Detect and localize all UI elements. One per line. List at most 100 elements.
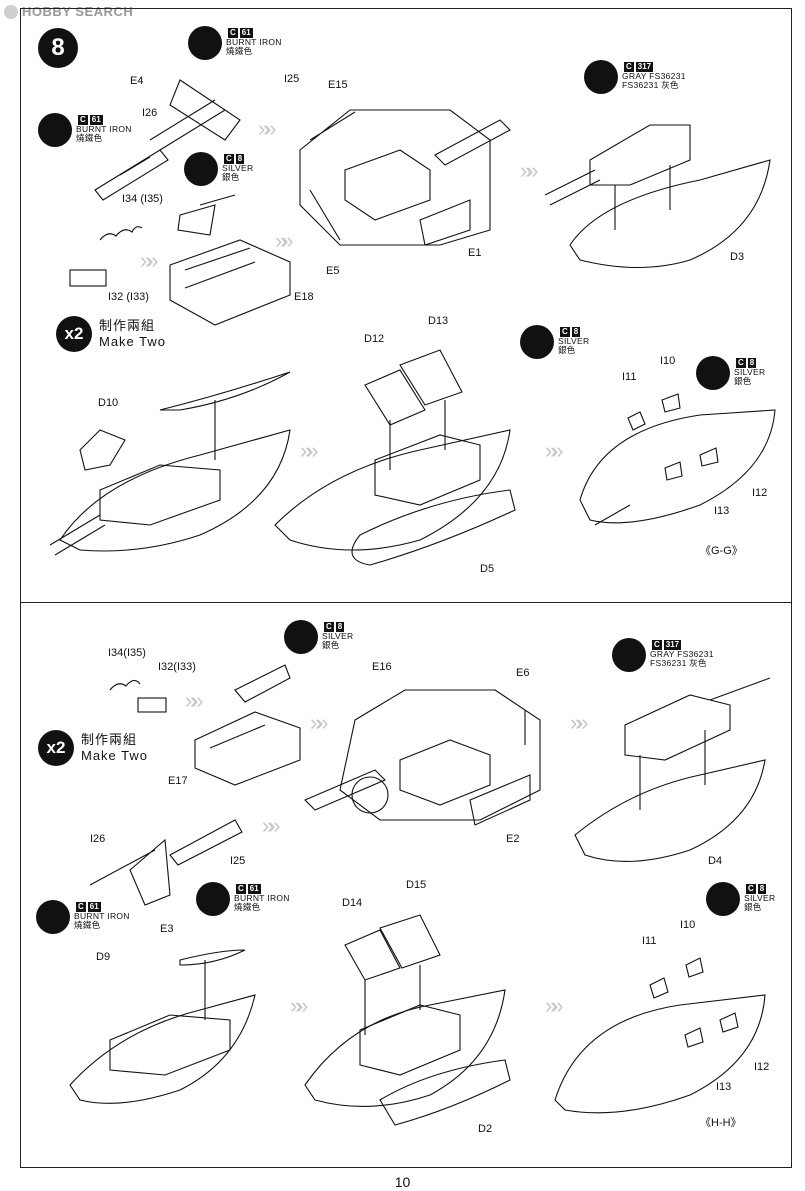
part-label: E4 (130, 75, 144, 87)
hull-d9-drawing (69, 994, 256, 1104)
canopy-d13-drawing (399, 349, 463, 406)
hull-d4-gun-drawing (709, 677, 771, 701)
part-i11-bottom-drawing (649, 977, 669, 999)
flow-arrow-icon: »» (545, 993, 564, 1018)
spring-i34-drawing (99, 226, 143, 241)
part-label: I25 (230, 855, 246, 867)
hull-d3-cabin-drawing (589, 124, 691, 186)
hull-d5-drawing (274, 429, 511, 551)
hull-d10-tail-drawing (79, 429, 126, 471)
part-label: I13 (716, 1081, 732, 1093)
page-number: 10 (394, 1174, 411, 1190)
part-label: E16 (372, 661, 392, 673)
hull-d10-drawing (59, 429, 291, 552)
part-label: E17 (168, 775, 188, 787)
cradle-e17-part-drawing (234, 664, 291, 703)
gun-barrel-i26-drawing (94, 149, 169, 201)
part-i13-bottom-drawing (684, 1027, 704, 1048)
hull-d5-pontoon-drawing (351, 489, 516, 566)
part-label: I34(I35) (108, 647, 146, 659)
part-label: I26 (142, 107, 158, 119)
flow-arrow-icon: »» (310, 710, 329, 735)
hull-gg-gun-drawing (594, 504, 631, 526)
hull-d3-drawing (569, 159, 771, 268)
part-label: E3 (160, 923, 174, 935)
part-label: D5 (480, 563, 495, 575)
part-label: E6 (516, 667, 530, 679)
part-label: D3 (730, 251, 745, 263)
hull-d2-drawing (304, 989, 506, 1107)
frame-e16-e6-e2-drawing (339, 689, 541, 826)
gun-mount-e4-drawing (149, 79, 241, 151)
flow-arrow-icon: »» (185, 688, 204, 713)
make-two-cn: 制作兩組 (81, 732, 138, 747)
hull-d2-pontoon-drawing (379, 1059, 511, 1126)
flow-arrow-icon: »» (140, 248, 159, 273)
part-label: I13 (714, 505, 730, 517)
flow-arrow-icon: »» (520, 158, 539, 183)
gun-barrel-i25-drawing (169, 819, 243, 866)
flow-arrow-icon: »» (290, 993, 309, 1018)
make-two-en: Make Two (81, 748, 149, 763)
view-label: 《G-G》 (700, 545, 743, 557)
flow-arrow-icon: »» (262, 813, 281, 838)
part-i10-drawing (661, 393, 681, 413)
part-label: I10 (660, 355, 676, 367)
frame-center-bottom-drawing (399, 739, 491, 806)
gun-mount-e3-drawing (89, 838, 171, 906)
part-i32-drawing (69, 269, 107, 287)
hull-d9-cabin-drawing (109, 1014, 231, 1076)
paint-brush-icon (184, 152, 218, 186)
page-frame (20, 8, 792, 1168)
part-i10-bottom-drawing (685, 957, 704, 978)
canopy-d12-drawing (364, 369, 426, 426)
frame-gun-drawing (434, 119, 511, 166)
flow-arrow-icon: »» (275, 228, 294, 253)
part-i13-drawing (664, 461, 683, 481)
cradle-e18-drawing (169, 239, 291, 326)
part-label: I32(I33) (158, 661, 196, 673)
flow-arrow-icon: »» (545, 438, 564, 463)
section-divider (20, 602, 792, 603)
frame-e15-e5-e1-drawing (299, 109, 491, 246)
cradle-e17-drawing (194, 711, 301, 786)
make-two-en: Make Two (99, 334, 167, 349)
hull-d10-fin-drawing (159, 371, 291, 411)
part-i12-drawing (699, 447, 719, 467)
make-two-cn: 制作兩組 (99, 318, 156, 333)
part-label: D15 (406, 879, 427, 891)
x2-badge: x2 (56, 316, 92, 352)
canopy-d15-drawing (379, 914, 441, 969)
part-label: I12 (752, 487, 768, 499)
hull-d4-drawing (574, 759, 766, 862)
view-label: 《H-H》 (700, 1117, 742, 1129)
site-logo: HOBBY SEARCH (4, 4, 133, 19)
part-label: I12 (754, 1061, 770, 1073)
part-i32-bottom-drawing (137, 697, 167, 713)
logo-text: HOBBY SEARCH (22, 4, 134, 19)
hull-gg-drawing (579, 409, 776, 524)
flow-arrow-icon: »» (570, 710, 589, 735)
paint-brush-icon (584, 60, 618, 94)
part-label: E18 (294, 291, 314, 303)
paint-brush-icon (38, 113, 72, 147)
paint-brush-icon (706, 882, 740, 916)
spring-top-drawing (177, 194, 236, 236)
part-label: D10 (98, 397, 119, 409)
x2-badge: x2 (38, 730, 74, 766)
part-label: D12 (364, 333, 385, 345)
paint-brush-icon (196, 882, 230, 916)
flow-arrow-icon: »» (300, 438, 319, 463)
paint-brush-icon (36, 900, 70, 934)
frame-center-cradle-drawing (344, 149, 431, 221)
